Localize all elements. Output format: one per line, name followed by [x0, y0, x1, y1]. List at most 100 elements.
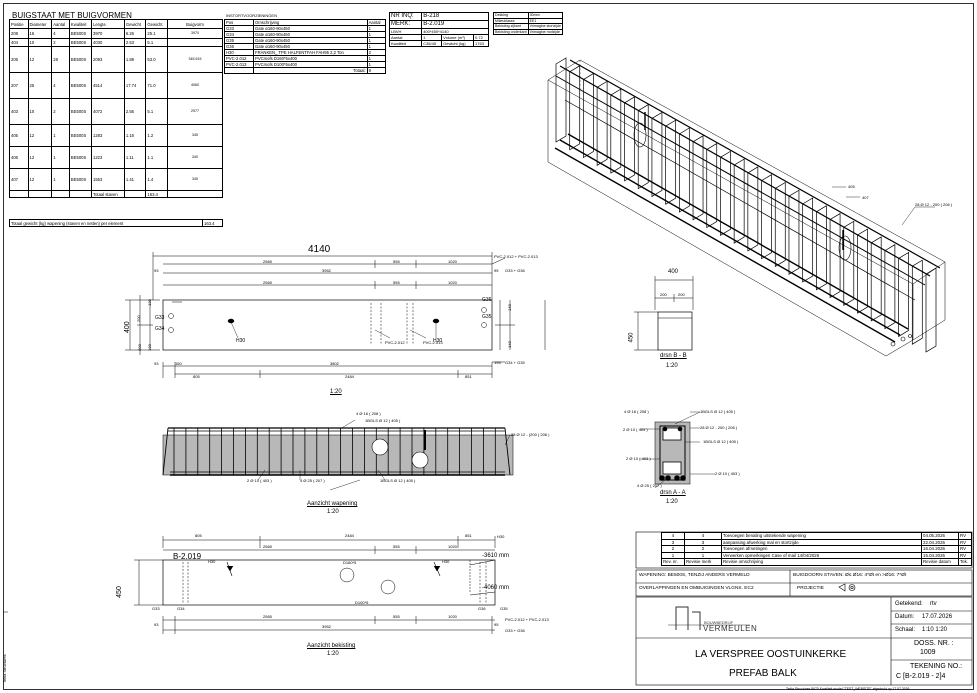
tekening-value: C [B-2.019 - 2]4: [896, 673, 946, 680]
projection-icon: [838, 583, 856, 592]
rebar-callout: 4 Ø 16 ( 208 ): [356, 411, 381, 416]
dim-text: 3802: [330, 361, 339, 366]
dim-height: 400: [124, 321, 131, 333]
rebar-callout: 1BGLS Ø 12 ( 405 ): [700, 409, 736, 414]
iso-stirrup: [610, 88, 622, 174]
rebar-callout: 1BGLS Ø 12 ( 405 ): [703, 439, 739, 444]
iso-stirrup: [816, 205, 827, 291]
cover-value: EE1: [527, 17, 564, 24]
dim-text: 200: [136, 344, 142, 351]
revision-cell-desc: Toevoegen afmetingen: [721, 545, 922, 553]
rebar-callout: 407: [862, 195, 869, 200]
iso-stirrup: [596, 80, 608, 166]
dim-text: 2565: [263, 280, 272, 285]
pvc-label: PVC-2.012: [385, 340, 405, 345]
revision-cell-by: RV: [958, 532, 972, 540]
pvc-note: PVC-2.012 + PVC-2.013: [505, 617, 549, 622]
bend-total-cell: [68, 190, 92, 198]
dim-text: 3952: [322, 268, 331, 273]
datum-value: 17.07.2026: [922, 614, 953, 620]
bend-cell-shape: 4060: [167, 72, 223, 99]
title-block-frame: [635, 531, 973, 686]
dim-text: 140: [506, 341, 512, 348]
section-bb-title: drsn B - B: [660, 353, 687, 359]
bend-total-label: Totaal staven: [90, 190, 125, 198]
insert-label: H30: [433, 338, 443, 344]
bend-cell-len: 4514: [90, 72, 125, 99]
dim-text: 851: [465, 533, 472, 538]
rebar-callout: 405: [848, 184, 855, 189]
revision-cell-n: 3: [684, 538, 722, 547]
gate-label: G35: [482, 314, 492, 320]
rev-footer: Revisie datum: [921, 558, 959, 566]
revision-cell-n: 1: [684, 551, 722, 560]
doss-label: DOSS. NR. :: [914, 640, 954, 647]
iso-stirrup: [720, 150, 731, 236]
iso-stirrup: [678, 127, 690, 213]
dim-text: 2565: [263, 614, 272, 619]
pvc-label: PVC-2.013: [423, 340, 443, 345]
rebar-view-title: Aanzicht wapening: [307, 501, 358, 507]
element-name: PREFAB BALK: [729, 668, 797, 679]
note-buigdoorn: BUIGDOORN STAVEN: Ø≤ Ø16: 4*Øt en >Ø16: …: [793, 573, 907, 578]
section-bb: [634, 276, 694, 351]
schaal-label: Schaal:: [895, 627, 916, 633]
footer-text: Tekla Structures 8670 Kwaliteit model "T…: [786, 687, 910, 691]
iso-stirrup: [555, 57, 567, 143]
formwork-view-scale: 1:20: [327, 651, 339, 657]
rebar-callout: 2 Ø 10 ( 404 ): [623, 427, 648, 432]
revision-cell-date: 04.05.2026: [921, 532, 959, 540]
iso-stirrup: [802, 197, 814, 283]
revision-cell-rev: 4: [661, 532, 685, 540]
rev-footer: Revisie omschrijving: [721, 558, 922, 566]
insert-label: H30: [497, 534, 505, 539]
iso-stirrup: [898, 251, 909, 338]
dim-text: 3952: [322, 624, 331, 629]
company-logo: [668, 606, 750, 630]
gate-note: G34 + G35: [505, 360, 525, 365]
revision-cell-rev: 2: [661, 545, 685, 553]
dim-text: 555: [393, 614, 400, 619]
iso-stirrup: [788, 189, 800, 275]
cover-value: 30mm: [527, 12, 564, 19]
rebar-callout: 1BGLS Ø 12 ( 405 ): [380, 478, 416, 483]
revision-cell-date: 22.04.2026: [921, 538, 959, 547]
gate-label: G34: [177, 606, 185, 611]
schaal-value: 1:10 1:20: [922, 627, 948, 633]
rev-footer: Revisie merk: [684, 558, 722, 566]
revision-cell-rev: 3: [661, 538, 685, 547]
iso-stirrup: [637, 104, 649, 190]
dim-text: 195: [494, 360, 501, 365]
iso-stirrup: [911, 259, 923, 345]
dim-text: 851: [465, 374, 472, 379]
iso-stirrup: [761, 174, 772, 260]
bend-cell-len: 2093: [90, 46, 125, 73]
section-aa-scale: 1:20: [666, 499, 678, 505]
dim-text: 93: [154, 622, 159, 627]
dim-text: 2565: [263, 259, 272, 264]
iso-stirrup: [665, 119, 676, 205]
pvc-diameter: D100*5: [355, 600, 369, 605]
iso-stirrup: [651, 111, 663, 198]
section-aa-title: drsn A - A: [660, 490, 686, 496]
cover-value: Vrimagine stortzijde: [527, 23, 564, 30]
rebar-callout: 2 Ø 10 ( 403 ): [715, 471, 740, 476]
insert-label: H30: [442, 559, 450, 564]
bending-schedule-title: BUIGSTAAT MET BUIGVORMEN: [12, 11, 132, 20]
bending-schedule-grand-total: Totaal gewicht (kg) wapening (staven en …: [9, 219, 223, 227]
dim-text: 555: [393, 280, 400, 285]
iso-stirrup: [583, 72, 594, 159]
iso-stirrup: [870, 236, 882, 322]
gate-label: G36: [478, 606, 486, 611]
dim-height: 450: [115, 586, 123, 598]
info-key: Kwaliteit: [388, 40, 423, 47]
dim-text: 2565: [263, 544, 272, 549]
dim-text: 555: [393, 544, 400, 549]
